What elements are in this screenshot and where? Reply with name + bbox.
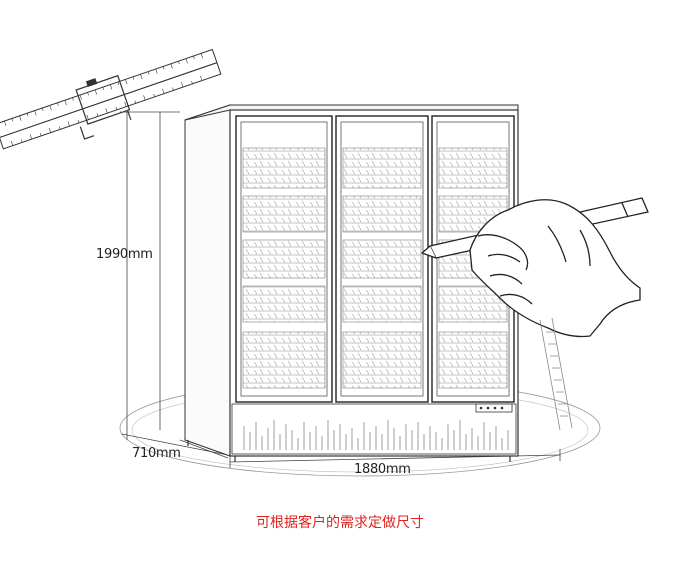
fridge-door-left <box>235 115 333 403</box>
display-fridge <box>184 104 519 462</box>
ruler-icon <box>539 317 573 431</box>
height-dimension-label: 1990mm <box>96 247 153 262</box>
depth-dimension-label: 710mm <box>132 446 181 461</box>
caliper-icon <box>0 48 222 150</box>
bottom-vent-grille <box>243 420 509 450</box>
height-dimension-line <box>120 111 180 440</box>
width-dimension-label: 1880mm <box>354 462 411 477</box>
hand-with-pencil-icon <box>421 197 649 338</box>
control-panel-icon <box>475 403 513 413</box>
customization-caption: 可根据客户的需求定做尺寸 <box>256 515 424 531</box>
fridge-door-middle <box>335 115 429 403</box>
